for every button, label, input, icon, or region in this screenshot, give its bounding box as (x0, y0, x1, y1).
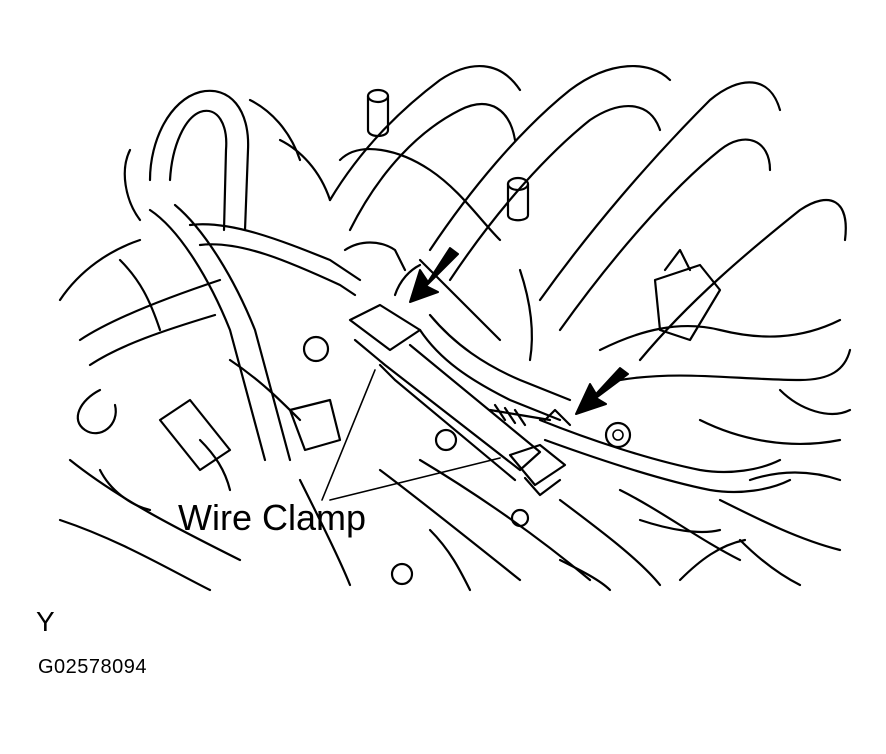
intake-manifold (328, 64, 852, 445)
view-letter: Y (36, 606, 55, 637)
figure-code: G02578094 (38, 656, 148, 678)
wire-clamp-callout: Wire Clamp (178, 369, 501, 538)
wire-clamp-label: Wire Clamp (178, 497, 366, 538)
callout-leader-line (321, 369, 376, 501)
arrow-icon (409, 247, 459, 303)
bolt-studs (302, 88, 722, 586)
callout-arrows (409, 247, 629, 415)
engine-block-lower (58, 98, 842, 592)
callout-leader-line (329, 457, 501, 501)
left-hose-assembly (58, 89, 362, 492)
wire-harness (343, 241, 792, 497)
arrow-icon (575, 367, 629, 415)
